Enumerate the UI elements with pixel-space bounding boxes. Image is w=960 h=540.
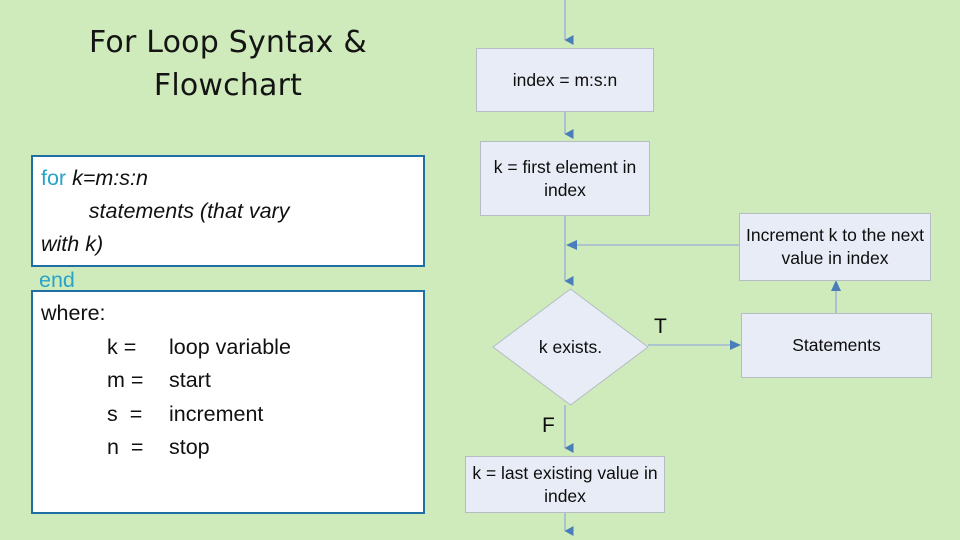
table-row: m = start: [107, 364, 291, 398]
where-table: where: k = loop variable m = start s = i…: [41, 297, 291, 465]
flow-node-increment: Increment k to the next value in index: [739, 213, 931, 281]
where-meaning: loop variable: [169, 334, 291, 359]
keyword-end: end: [39, 268, 75, 292]
table-row: n = stop: [107, 431, 291, 465]
where-meaning: increment: [169, 401, 264, 426]
flow-node-last-value: k = last existing value in index: [465, 456, 665, 513]
page-title: For Loop Syntax & Flowchart: [89, 25, 367, 103]
where-meaning: start: [169, 368, 211, 392]
flow-node-first-element: k = first element in index: [480, 141, 650, 216]
code-header-rest: k=m:s:n: [66, 166, 148, 190]
where-label: where:: [41, 301, 106, 325]
arrowhead-statements-to-increment: [831, 280, 841, 291]
table-row: s = increment: [107, 398, 291, 432]
code-syntax-box: for k=m:s:n statements (that vary with k…: [31, 155, 425, 267]
where-symbol: n =: [107, 435, 144, 459]
flow-node-index: index = m:s:n: [476, 48, 654, 112]
where-symbol: m =: [107, 368, 144, 392]
keyword-for: for: [41, 166, 67, 190]
code-body-line-2: with k): [41, 232, 104, 256]
where-symbol: k =: [107, 334, 137, 359]
flow-node-decision-label: k exists.: [538, 336, 603, 357]
edge-label-true: T: [654, 315, 667, 338]
where-symbol: s =: [107, 401, 143, 426]
edge-label-false: F: [542, 414, 555, 437]
arrowhead-increment-to-spine: [566, 240, 577, 250]
table-row: k = loop variable: [107, 331, 291, 365]
flow-node-statements: Statements: [741, 313, 932, 378]
flow-node-decision: k exists.: [493, 289, 648, 405]
where-definitions-box: where: k = loop variable m = start s = i…: [31, 290, 425, 514]
code-body-line-1: statements (that vary: [41, 199, 290, 223]
arrowhead-decision-true: [730, 340, 741, 350]
code-text: for k=m:s:n statements (that vary with k…: [41, 162, 419, 261]
where-rows: k = loop variable m = start s = incremen…: [107, 331, 291, 465]
where-meaning: stop: [169, 435, 210, 459]
